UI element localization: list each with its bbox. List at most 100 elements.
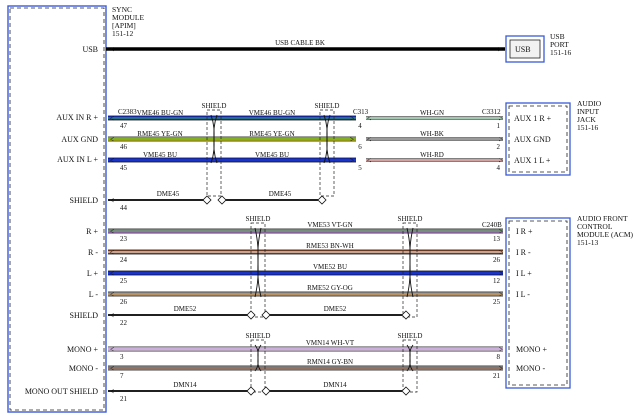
svg-text:151-16: 151-16 [577, 123, 598, 132]
pin-l-plus: L + [87, 269, 99, 278]
pin-shield-2: SHIELD [70, 311, 99, 320]
aux-gnd-label-right: WH-BK [420, 130, 444, 138]
l-minus-arrow-right: > [499, 290, 504, 299]
usb-cable-label: USB CABLE BK [275, 39, 325, 47]
svg-text:AUX 1 L +: AUX 1 L + [514, 156, 551, 165]
usb-arrow-right: > [498, 45, 503, 54]
r-plus-arrow-right: > [499, 227, 504, 236]
svg-text:I R -: I R - [516, 248, 531, 257]
sync-module-frame [7, 5, 107, 413]
aux-r-pin-right: 1 [497, 122, 501, 130]
aux-r-pin-mid: 4 [358, 122, 362, 130]
aux-l-label-left: VME45 BU [143, 151, 177, 159]
aux-r-label-right: WH-GN [420, 109, 444, 117]
acm-frame [505, 217, 571, 389]
usb-port-pin-label: USB [515, 45, 531, 54]
svg-text:MONO +: MONO + [516, 345, 547, 354]
r-minus-arrow-right: > [499, 248, 504, 257]
shield1-diamond-1 [202, 195, 212, 205]
svg-text:PORT: PORT [550, 40, 569, 49]
mono-minus-label: RMN14 GY-BN [307, 358, 353, 366]
shield2-pin-left: 22 [120, 319, 128, 327]
pin-l-minus: L - [89, 290, 99, 299]
aux-jack-pin-labels: AUX 1 R + AUX GND AUX 1 L + [514, 114, 552, 165]
aux-shield-2-label: SHIELD [315, 102, 340, 110]
shield2-diamond-3 [401, 310, 411, 320]
mono-shield-diamond-3 [401, 386, 411, 396]
shield2-diamond-2 [261, 310, 271, 320]
shield1-diamond-2 [217, 195, 227, 205]
inline-connector-label: C313 [353, 108, 369, 116]
acm-title: AUDIO FRONT CONTROL MODULE (ACM) 151-13 [577, 214, 634, 247]
r-minus-pin-left: 24 [120, 256, 128, 264]
aux-shield-1-label: SHIELD [202, 102, 227, 110]
pin-aux-gnd: AUX GND [61, 135, 98, 144]
usb-port-frame [505, 35, 545, 63]
acm-shield-2-box [402, 222, 418, 318]
mono-minus-pin-right: 21 [493, 372, 501, 380]
l-plus-pin-left: 25 [120, 277, 128, 285]
mono-shield-1-twist-b [254, 344, 262, 372]
pin-mono-plus: MONO + [67, 345, 98, 354]
svg-text:I L +: I L + [516, 269, 532, 278]
acm-connector-label: C240B [482, 221, 502, 229]
mono-minus-arrow-left: < [110, 364, 115, 373]
aux-jack-title: AUDIO INPUT JACK 151-16 [577, 99, 602, 132]
aux-jack-frame [505, 102, 571, 176]
mono-shield-2-label: SHIELD [398, 332, 423, 340]
pin-aux-in-l: AUX IN L + [57, 155, 98, 164]
shield2-arrow-left: < [110, 311, 115, 320]
aux-gnd-label-mid: RME45 YE-GN [249, 130, 294, 138]
svg-text:INPUT: INPUT [577, 107, 600, 116]
mono-minus-pin-left: 7 [120, 372, 124, 380]
shield2-diamond-1 [246, 310, 256, 320]
svg-text:CONTROL: CONTROL [577, 222, 613, 231]
pin-aux-in-r: AUX IN R + [56, 113, 98, 122]
sync-title-line4: 151-12 [112, 29, 133, 38]
aux-shield-2-box [319, 109, 335, 197]
svg-text:AUDIO FRONT: AUDIO FRONT [577, 214, 628, 223]
r-minus-pin-right: 26 [493, 256, 501, 264]
aux-gnd-arrow-mid-left: < [367, 135, 372, 144]
svg-text:USB: USB [550, 32, 565, 41]
sync-pin-labels: USB AUX IN R + AUX GND AUX IN L + SHIELD… [25, 45, 99, 396]
aux-gnd-pin-right: 2 [497, 143, 501, 151]
aux-l-arrow-mid-left: < [367, 156, 372, 165]
mono-shield-1-label: SHIELD [246, 332, 271, 340]
svg-text:I R +: I R + [516, 227, 533, 236]
mono-shield-2-twist-b [406, 344, 414, 372]
acm-pin-labels: I R + I R - I L + I L - MONO + MONO - [516, 227, 547, 373]
sync-module-dashed [9, 7, 105, 411]
svg-text:I L -: I L - [516, 290, 530, 299]
aux-r-arrow-mid-right: > [350, 114, 355, 123]
l-plus-pin-right: 12 [493, 277, 501, 285]
mono-plus-pin-right: 8 [497, 353, 501, 361]
sync-title-line2: MODULE [112, 13, 144, 22]
acm-shield-1-box [250, 222, 266, 318]
sync-title-line1: SYNC [112, 5, 132, 14]
aux-l-label-mid: VME45 BU [255, 151, 289, 159]
usb-port-inner [509, 39, 541, 59]
svg-text:AUDIO: AUDIO [577, 99, 602, 108]
acm-shield-2-twist-b [406, 227, 414, 298]
aux-r-arrow-left: < [110, 114, 115, 123]
aux-l-pin-left: 45 [120, 164, 128, 172]
apim-connector-label: C2383 [118, 108, 137, 116]
aux-gnd-pin-mid: 6 [358, 143, 362, 151]
shield1-label-mid: DME45 [269, 190, 292, 198]
aux-r-label-left: VME46 BU-GN [137, 109, 183, 117]
aux-r-pin-left: 47 [120, 122, 128, 130]
shield1-pin-left: 44 [120, 204, 128, 212]
svg-text:151-16: 151-16 [550, 48, 571, 57]
l-minus-pin-left: 26 [120, 298, 128, 306]
aux-gnd-pin-left: 46 [120, 143, 128, 151]
svg-text:JACK: JACK [577, 115, 596, 124]
svg-text:AUX GND: AUX GND [514, 135, 551, 144]
shield2-label-left: DME52 [174, 305, 197, 313]
aux-shield-1-box [206, 109, 222, 197]
usb-port-title: USB PORT 151-16 [550, 32, 571, 57]
aux-l-arrow-right: > [499, 156, 504, 165]
mono-shield-label-mid: DMN14 [323, 381, 347, 389]
pin-r-minus: R - [88, 248, 98, 257]
